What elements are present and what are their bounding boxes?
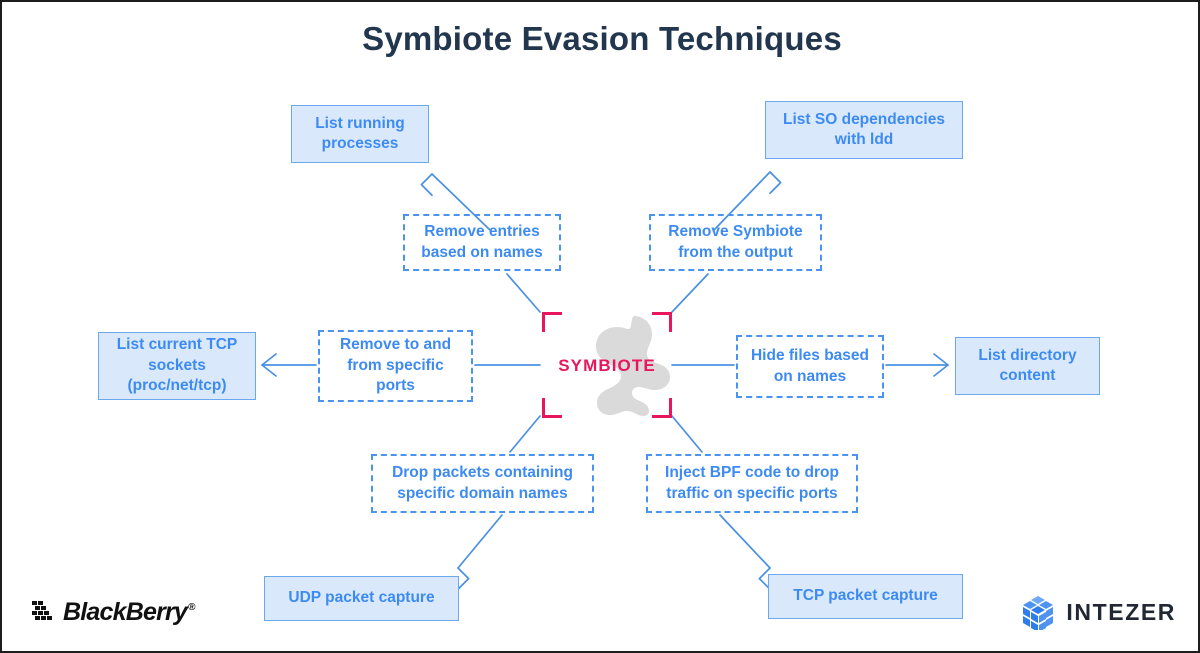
node-label-line: sockets (148, 356, 206, 374)
node-tcp-packet-capture[interactable]: TCP packet capture (768, 574, 963, 619)
arrowhead-left-tcp-sockets (261, 353, 277, 377)
connector-drop-packets-to-udp (457, 514, 503, 569)
node-label-line: on names (773, 367, 847, 385)
center-label: SYMBIOTE (558, 356, 656, 375)
arrowhead-up-left-processes (420, 173, 433, 197)
node-label-line: List directory (978, 346, 1077, 364)
connector-center-to-drop-packets (509, 415, 541, 453)
node-label-line: (proc/net/tcp) (127, 377, 227, 395)
node-label-line: traffic on specific ports (666, 484, 838, 502)
center-emblem: SYMBIOTE (542, 312, 672, 418)
bracket-bottom-right-icon (652, 398, 672, 418)
page-title: Symbiote Evasion Techniques (362, 20, 842, 57)
node-list-current-tcp-sockets[interactable]: List current TCP sockets (proc/net/tcp) (98, 332, 256, 400)
node-label: List directory content (978, 346, 1076, 387)
node-drop-packets-domains[interactable]: Drop packets containing specific domain n… (371, 454, 594, 513)
node-label: UDP packet capture (288, 588, 434, 608)
blackberry-logo: BlackBerry® (32, 595, 195, 629)
node-label-line: UDP packet capture (288, 589, 435, 607)
arrowhead-right-directory (933, 353, 949, 377)
node-label-line: specific domain names (397, 484, 568, 502)
node-label-line: based on names (421, 243, 543, 261)
bracket-top-right-icon (652, 312, 672, 332)
bracket-top-left-icon (542, 312, 562, 332)
node-remove-to-from-ports[interactable]: Remove to and from specific ports (318, 330, 473, 402)
node-label: List current TCP sockets (proc/net/tcp) (117, 335, 238, 396)
node-list-running-processes[interactable]: List running processes (291, 105, 429, 163)
node-label-line: processes (321, 135, 399, 152)
node-label: List SO dependencies with ldd (783, 110, 945, 151)
intezer-cube-icon (1023, 596, 1054, 630)
node-label-line: Inject BPF code to drop (665, 464, 839, 482)
node-label-line: List SO dependencies (783, 110, 945, 128)
node-label-line: from specific (347, 356, 444, 374)
node-label: Remove entries based on names (421, 222, 542, 263)
node-label-line: List current TCP (116, 336, 238, 354)
gecko-silhouette-icon (596, 316, 670, 416)
node-label: Remove Symbiote from the output (668, 222, 802, 263)
node-udp-packet-capture[interactable]: UDP packet capture (264, 576, 459, 621)
blackberry-name: BlackBerry (63, 597, 188, 626)
intezer-logo: INTEZER (1020, 594, 1176, 630)
connector-center-to-inject-bpf (671, 415, 703, 453)
node-label-line: Remove to and (339, 336, 452, 354)
node-remove-entries-names[interactable]: Remove entries based on names (403, 214, 561, 271)
node-label: List running processes (315, 114, 405, 155)
node-label-line: List running (315, 114, 405, 132)
node-list-directory-content[interactable]: List directory content (955, 337, 1100, 395)
node-remove-symbiote-output[interactable]: Remove Symbiote from the output (649, 214, 822, 271)
node-label-line: with ldd (834, 131, 894, 148)
intezer-wordmark: INTEZER (1066, 598, 1176, 625)
node-label-line: Hide files based (750, 347, 869, 365)
node-label: Drop packets containing specific domain n… (392, 463, 573, 504)
arrowhead-up-right-so-deps (769, 171, 782, 195)
connector-center-to-remove-entries (506, 273, 541, 313)
node-label: Remove to and from specific ports (340, 335, 451, 396)
node-hide-files-based-on-names[interactable]: Hide files based on names (736, 335, 884, 398)
node-label-line: Remove Symbiote (668, 223, 803, 241)
node-label: Inject BPF code to drop traffic on specif… (665, 463, 839, 504)
bracket-bottom-left-icon (542, 398, 562, 418)
node-label-line: content (999, 367, 1056, 384)
node-list-so-dependencies[interactable]: List SO dependencies with ldd (765, 101, 963, 159)
blackberry-dots-icon (32, 601, 52, 620)
node-label-line: Drop packets containing (392, 464, 573, 482)
node-label-line: ports (376, 377, 415, 395)
node-inject-bpf-code[interactable]: Inject BPF code to drop traffic on specif… (646, 454, 858, 513)
node-label: TCP packet capture (793, 586, 937, 606)
node-label-line: from the output (678, 243, 793, 261)
connector-inject-bpf-to-tcp (719, 514, 771, 569)
blackberry-wordmark: BlackBerry® (63, 598, 195, 627)
node-label-line: TCP packet capture (793, 587, 938, 605)
connector-center-to-remove-symbiote (671, 273, 709, 313)
node-label: Hide files based on names (751, 346, 869, 387)
registered-mark: ® (188, 602, 195, 614)
node-label-line: Remove entries (424, 223, 540, 241)
